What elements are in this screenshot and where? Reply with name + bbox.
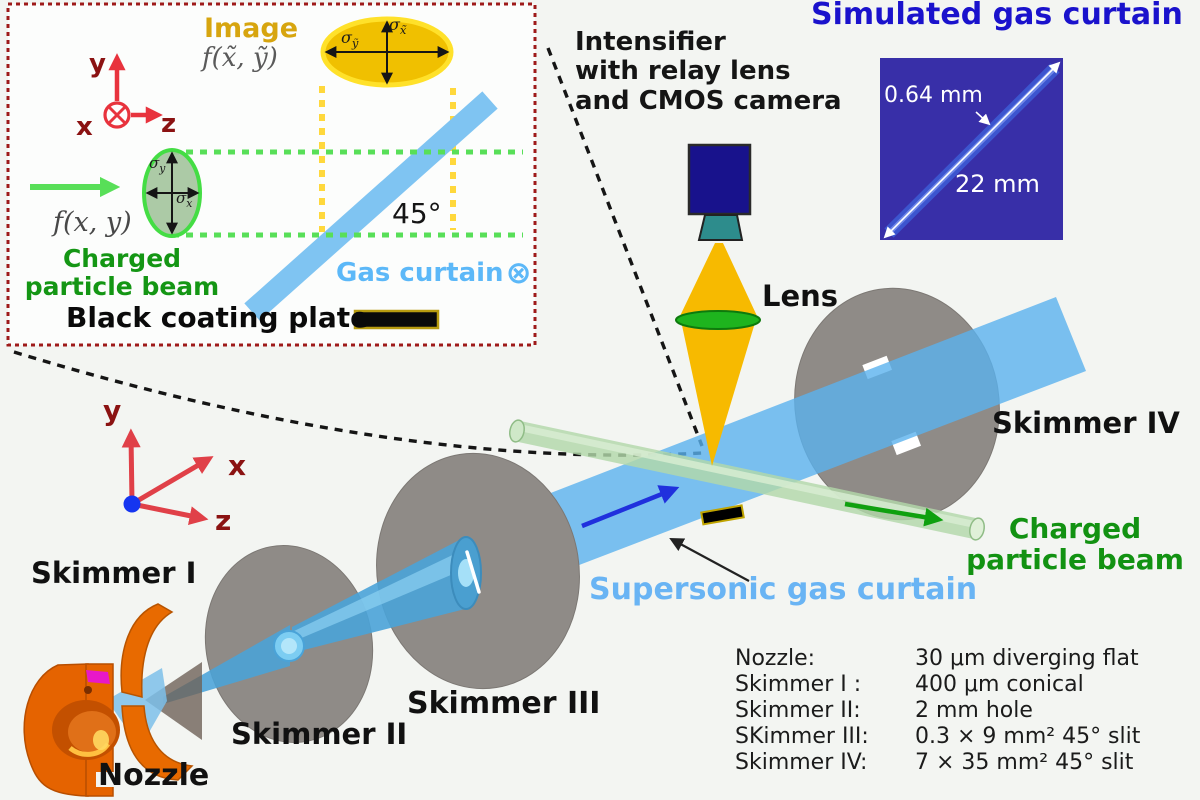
inset-charged-line1: Charged [62,244,182,273]
main-z-axis-arrow [131,501,209,526]
main-y-axis-arrow [121,428,141,503]
spec-value: 400 μm conical [915,672,1084,697]
camera-caption: Intensifier with relay lens and CMOS cam… [575,27,842,116]
spec-table: Nozzle: 30 μm diverging flat Skimmer I :… [735,646,1140,776]
spec-row-skimmer1: Skimmer I : 400 μm conical [735,672,1140,698]
black-plate-label: Black coating plate [66,301,370,334]
main-y-axis-label: y [103,394,122,427]
nozzle-magenta-seal [86,670,110,684]
sim-width-label: 0.64 mm [884,83,983,108]
skimmer4-slit-bottom [891,431,922,456]
inset-z-axis-label: z [161,109,177,139]
spec-row-skimmer3: SKimmer III: 0.3 × 9 mm² 45° slit [735,724,1140,750]
skimmer2-label: Skimmer II [231,717,408,751]
main-x-axis-label: x [228,449,247,482]
gas-flow-arrow [581,485,680,529]
nozzle-body [23,663,120,797]
skimmer3-label: Skimmer III [407,686,601,721]
connector-dash-upper [546,47,704,447]
light-cone [680,243,757,466]
coating-plate [700,504,745,526]
inset-image-function: f(x̃, ỹ) [202,43,278,73]
sigma-image-height-label: σx̃ [389,15,407,38]
sigma-image-width-label: σỹ [341,28,359,51]
inset-y-axis-label: y [89,49,106,79]
lens-label: Lens [762,279,839,313]
spec-value: 7 × 35 mm² 45° slit [915,750,1134,775]
spec-name: SKimmer III: [735,724,869,749]
camera-caption-line2: with relay lens [575,56,791,87]
spec-row-nozzle: Nozzle: 30 μm diverging flat [735,646,1140,672]
camera-caption-line1: Intensifier [575,27,726,57]
charged-beam-line2: particle beam [966,543,1184,577]
charged-beam-label: Charged particle beam [962,513,1188,576]
spec-name: Skimmer I : [735,672,862,697]
into-page-icon: ⊗ [505,255,532,291]
skimmer4-label: Skimmer IV [992,406,1180,440]
main-z-axis-label: z [215,504,232,537]
skimmer1-label: Skimmer I [31,556,197,590]
spec-name: Nozzle: [735,646,816,671]
sim-length-label: 22 mm [955,170,1040,198]
inset-image-label: Image [204,13,299,44]
skimmer1-inner-cone [145,662,202,740]
sigma-beam-height-label: σy [149,154,166,175]
origin-dot [123,495,141,513]
tube-right-cap [969,517,985,541]
spec-value: 30 μm diverging flat [915,646,1139,671]
gas-ribbon [512,297,1086,580]
skimmer1-lower-horn [121,705,194,781]
sim-measure-line [883,61,1061,239]
inset-x-axis-label: x [76,112,93,142]
beam-function-label: f(x, y) [53,207,132,238]
gas-curtain-text: Gas curtain [336,258,504,289]
cone2-cap-hole [281,638,297,654]
connector-dash-lower [13,350,703,457]
nozzle-notch [96,772,115,787]
nozzle-bore-glow [93,730,109,750]
skimmer1-upper-horn [120,603,174,698]
lens-ellipse [675,310,761,330]
supersonic-pointer-arrow [669,537,750,582]
angle-label: 45° [392,197,442,230]
camera-mount [697,214,744,241]
supersonic-label: Supersonic gas curtain [589,572,978,607]
main-x-axis-arrow [130,456,214,507]
charged-beam-arrow [844,501,944,527]
inset-plate-bar [353,309,440,330]
nozzle-label: Nozzle [98,758,210,793]
charged-beam-tube-highlight [516,423,978,529]
camera-body [687,143,752,216]
camera-caption-line3: and CMOS camera [575,85,842,116]
spec-value: 2 mm hole [915,698,1033,723]
inset-charged-beam-label: Charged particle beam [16,245,228,300]
tube-left-cap [509,419,525,443]
spec-row-skimmer2: Skimmer II: 2 mm hole [735,698,1140,724]
charged-beam-line1: Charged [1008,512,1142,545]
inset-into-page-axis-icon [103,101,131,129]
spec-name: Skimmer II: [735,698,861,723]
spec-name: Skimmer IV: [735,750,868,775]
nozzle-bolt-hole [84,686,92,694]
spec-row-skimmer4: Skimmer IV: 7 × 35 mm² 45° slit [735,750,1140,776]
inset-gas-stripe [244,91,498,321]
spec-value: 0.3 × 9 mm² 45° slit [915,724,1141,749]
sim-width-pointer [975,111,991,126]
inset-gas-curtain-label: Gas curtain ⊗ [336,258,532,289]
cone-highlight [292,549,465,642]
sigma-beam-width-label: σx [176,189,193,210]
sim-image-square [880,58,1063,240]
inset-charged-line2: particle beam [24,271,220,301]
cone-face-slit [465,550,481,594]
simulated-title: Simulated gas curtain [811,0,1183,32]
